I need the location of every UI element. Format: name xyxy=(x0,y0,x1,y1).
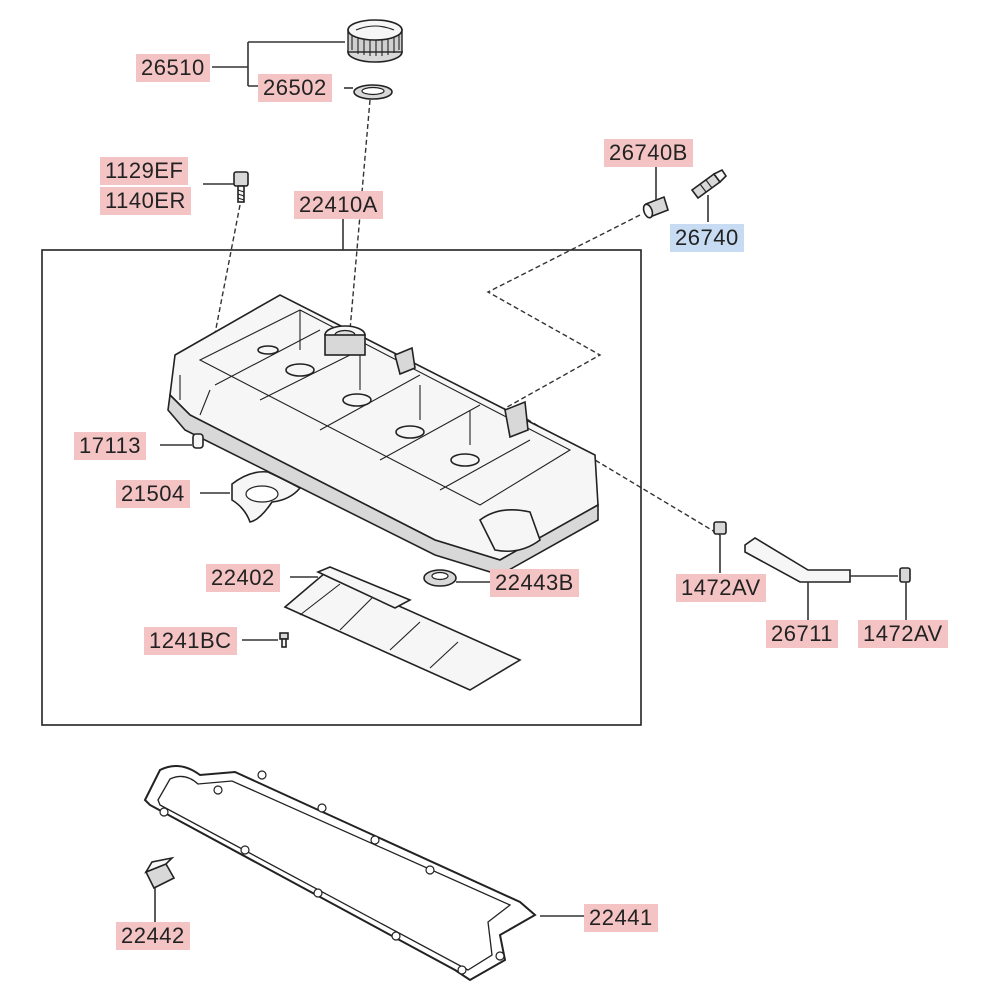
spark-plug-gasket xyxy=(231,470,302,523)
label-22402: 22402 xyxy=(206,564,280,592)
label-22410A: 22410A xyxy=(294,191,383,219)
label-26711: 26711 xyxy=(766,620,839,648)
seal-plug xyxy=(192,433,204,449)
label-22443B: 22443B xyxy=(490,569,579,597)
rocker-cover xyxy=(167,294,599,576)
label-1472AV-2: 1472AV xyxy=(858,620,948,648)
assembly-frame xyxy=(41,249,642,726)
baffle-screw xyxy=(279,632,289,648)
pcv-grommet xyxy=(642,195,669,219)
label-22442: 22442 xyxy=(116,922,190,950)
hose-clamp-2 xyxy=(899,567,911,583)
label-1129EF: 1129EF xyxy=(100,157,189,185)
label-1140ER: 1140ER xyxy=(100,187,191,215)
label-22441: 22441 xyxy=(584,904,658,932)
hose-clamp-1 xyxy=(713,521,727,535)
label-26740B: 26740B xyxy=(604,139,693,167)
cap-gasket xyxy=(353,84,393,100)
baffle-plate xyxy=(283,566,522,691)
oil-filler-cap xyxy=(347,19,403,63)
label-26502: 26502 xyxy=(258,74,332,102)
label-21504: 21504 xyxy=(116,480,190,508)
cover-bolt xyxy=(233,171,249,203)
pcv-valve xyxy=(690,168,728,200)
breather-nut xyxy=(423,569,457,587)
label-1472AV-1: 1472AV xyxy=(676,574,766,602)
half-moon-seal xyxy=(144,856,176,890)
label-17113: 17113 xyxy=(74,432,147,460)
label-26740: 26740 xyxy=(670,224,744,252)
rocker-cover-gasket xyxy=(143,765,537,982)
label-26510: 26510 xyxy=(136,54,210,82)
label-1241BC: 1241BC xyxy=(144,627,237,655)
